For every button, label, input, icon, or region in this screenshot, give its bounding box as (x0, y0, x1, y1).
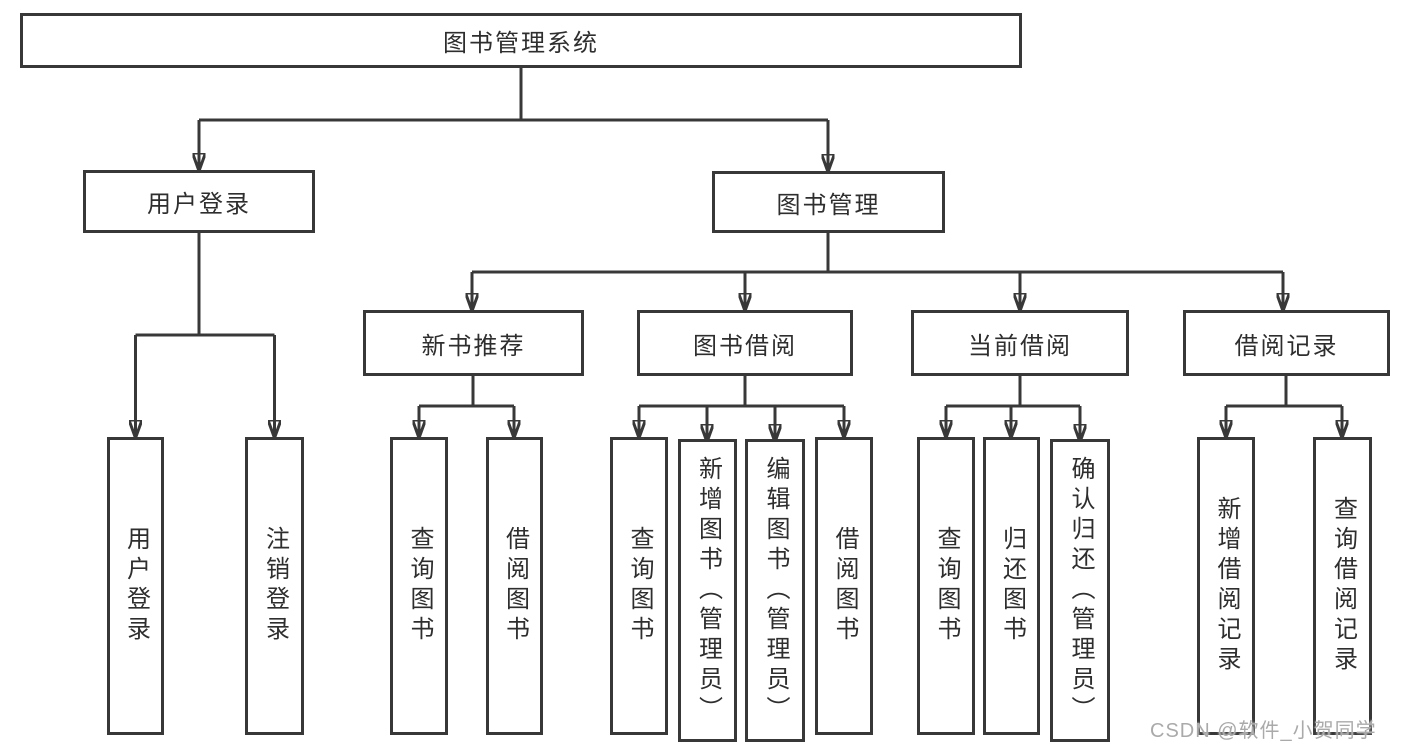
leaf-br-query-record: 查询借阅记录 (1313, 437, 1372, 735)
node-label: 借阅记录 (1234, 332, 1339, 360)
node-book-management: 图书管理 (712, 171, 945, 233)
node-borrow-records: 借阅记录 (1183, 310, 1390, 376)
leaf-bb-edit-books-admin: 编辑图书（管理员） (745, 439, 805, 742)
leaf-label: 归还图书 (998, 526, 1026, 646)
node-label: 图书管理系统 (443, 30, 599, 57)
leaf-label: 确认归还（管理员） (1067, 455, 1094, 726)
leaf-cb-confirm-return-admin: 确认归还（管理员） (1050, 439, 1110, 742)
leaf-bb-query-books: 查询图书 (610, 437, 668, 735)
node-user-login: 用户登录 (83, 170, 315, 233)
leaf-label: 编辑图书（管理员） (762, 455, 789, 726)
node-label: 新书推荐 (421, 332, 526, 360)
leaf-label: 查询借阅记录 (1329, 496, 1357, 676)
leaf-label: 用户登录 (122, 526, 150, 646)
node-label: 图书管理 (776, 191, 881, 219)
node-book-borrow: 图书借阅 (637, 310, 853, 376)
leaf-cb-return-books: 归还图书 (983, 437, 1040, 735)
leaf-bb-borrow-books: 借阅图书 (815, 437, 873, 735)
leaf-label: 查询图书 (406, 526, 433, 646)
leaf-user-login: 用户登录 (107, 437, 164, 735)
csdn-watermark: CSDN @软件_小贺同学 (1150, 720, 1377, 742)
leaf-label: 新增借阅记录 (1213, 496, 1240, 676)
leaf-label: 新增图书（管理员） (694, 455, 722, 726)
leaf-nbr-query-books: 查询图书 (390, 437, 448, 735)
leaf-bb-add-books-admin: 新增图书（管理员） (678, 439, 737, 742)
node-current-borrow: 当前借阅 (911, 310, 1129, 376)
leaf-label: 借阅图书 (831, 526, 858, 646)
node-label: 当前借阅 (968, 332, 1072, 360)
leaf-cb-query-books: 查询图书 (917, 437, 975, 735)
leaf-label: 借阅图书 (501, 526, 529, 646)
leaf-logout: 注销登录 (245, 437, 304, 735)
node-library-management-system: 图书管理系统 (20, 13, 1022, 68)
leaf-label: 查询图书 (626, 526, 653, 646)
leaf-label: 查询图书 (933, 526, 960, 646)
node-label: 图书借阅 (693, 332, 797, 360)
node-new-book-recommend: 新书推荐 (363, 310, 584, 376)
node-label: 用户登录 (147, 191, 251, 218)
leaf-nbr-borrow-books: 借阅图书 (486, 437, 543, 735)
leaf-br-add-record: 新增借阅记录 (1197, 437, 1255, 735)
leaf-label: 注销登录 (261, 526, 289, 646)
